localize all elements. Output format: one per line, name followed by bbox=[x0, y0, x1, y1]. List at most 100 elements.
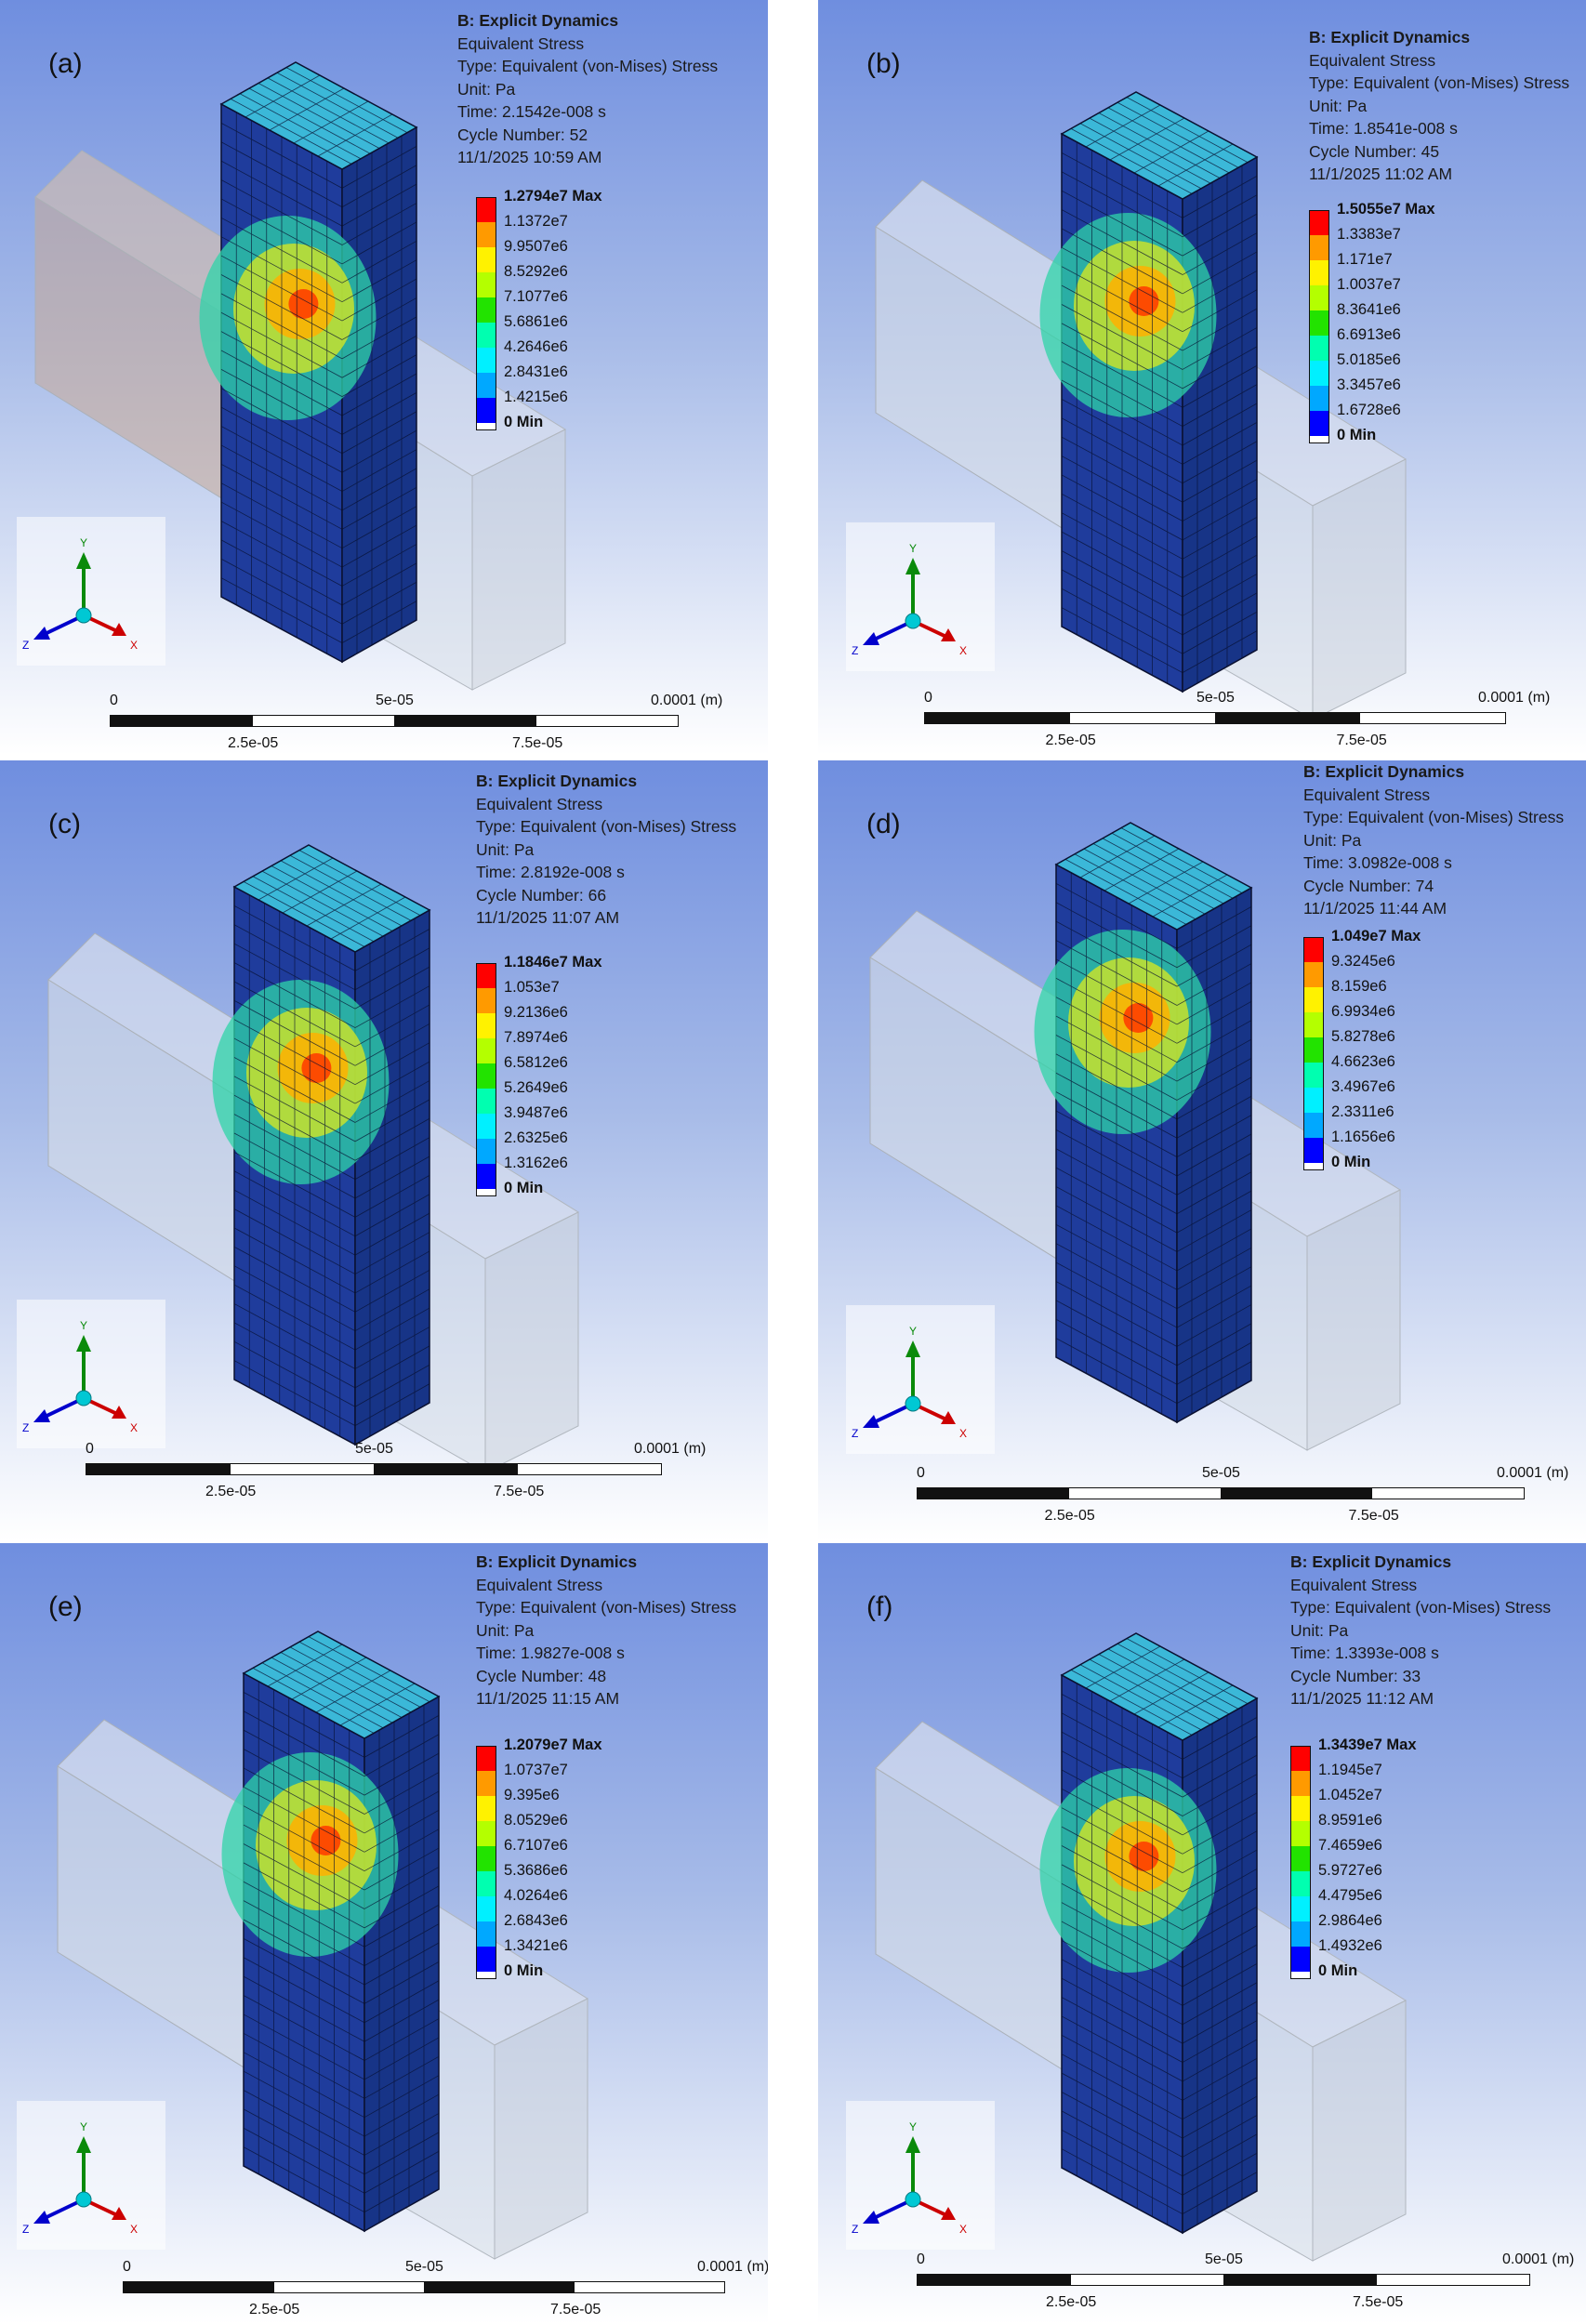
legend-swatch bbox=[476, 1771, 496, 1796]
legend-swatch bbox=[476, 247, 496, 272]
cycle-number: Cycle Number: 66 bbox=[476, 885, 607, 905]
axis-y-label: Y bbox=[80, 2120, 87, 2133]
legend-swatch bbox=[1303, 1138, 1324, 1163]
legend-swatch bbox=[1309, 386, 1329, 411]
legend-label: 4.0264e6 bbox=[504, 1887, 568, 1904]
scale-tick-label: 0.0001 (m) bbox=[1478, 690, 1551, 706]
model-viewport[interactable] bbox=[0, 1543, 768, 2324]
legend-label: 1.0037e7 bbox=[1337, 276, 1401, 293]
scale-tick-label: 7.5e-05 bbox=[550, 2302, 601, 2317]
legend-label: 1.3421e6 bbox=[504, 1937, 568, 1954]
mesh-grid bbox=[220, 67, 417, 654]
legend-row: 2.6843e6 bbox=[476, 1912, 634, 1947]
legend-row: 3.4967e6 bbox=[1303, 1078, 1461, 1113]
scale-tick-label: 0 bbox=[123, 2259, 131, 2275]
stress-contour bbox=[199, 216, 377, 420]
legend-row: 1.0037e7 bbox=[1309, 276, 1467, 310]
legend-row: 1.049e7 Max bbox=[1303, 928, 1461, 962]
legend-row: 9.395e6 bbox=[476, 1787, 634, 1821]
legend-label: 1.171e7 bbox=[1337, 251, 1393, 268]
scale-bar-graphic bbox=[924, 712, 1506, 724]
scale-segment bbox=[1069, 1488, 1221, 1499]
legend-swatch bbox=[476, 197, 496, 222]
legend-label: 8.5292e6 bbox=[504, 263, 568, 280]
legend-row: 1.3421e6 bbox=[476, 1937, 634, 1972]
scale-tick-label: 2.5e-05 bbox=[205, 1484, 257, 1499]
result-time: Time: 1.3393e-008 s bbox=[1290, 1644, 1439, 1662]
legend-row: 5.3686e6 bbox=[476, 1862, 634, 1896]
legend-row: 2.3311e6 bbox=[1303, 1103, 1461, 1138]
legend-swatch bbox=[476, 323, 496, 348]
panel-label: (e) bbox=[48, 1591, 83, 1622]
result-time: Time: 2.8192e-008 s bbox=[476, 863, 625, 881]
scale-segment bbox=[230, 1464, 374, 1474]
legend-swatch bbox=[476, 1972, 496, 1979]
legend-swatch bbox=[476, 297, 496, 323]
mesh-grid bbox=[243, 1636, 440, 2224]
scale-tick-label: 7.5e-05 bbox=[494, 1484, 545, 1499]
legend-label: 4.4795e6 bbox=[1318, 1887, 1382, 1904]
legend-row: 0 Min bbox=[1309, 427, 1467, 461]
scale-segment bbox=[1360, 713, 1505, 723]
result-name: Equivalent Stress bbox=[1290, 1575, 1418, 1594]
legend-row: 4.4795e6 bbox=[1290, 1887, 1448, 1921]
cycle-number: Cycle Number: 45 bbox=[1309, 141, 1440, 161]
legend-row: 2.9864e6 bbox=[1290, 1912, 1448, 1947]
legend-row: 1.3162e6 bbox=[476, 1155, 634, 1189]
scale-bar-graphic bbox=[123, 2281, 725, 2293]
legend-row: 1.3383e7 bbox=[1309, 226, 1467, 260]
legend-label: 9.3245e6 bbox=[1331, 953, 1395, 970]
scale-tick-label: 0.0001 (m) bbox=[1497, 1465, 1569, 1481]
legend-row: 1.1656e6 bbox=[1303, 1129, 1461, 1163]
legend-label: 1.053e7 bbox=[504, 979, 560, 996]
axis-y-label: Y bbox=[80, 1319, 87, 1332]
legend-label: 1.1945e7 bbox=[1318, 1762, 1382, 1778]
legend-label: 1.1846e7 Max bbox=[504, 954, 602, 971]
legend-row: 3.3457e6 bbox=[1309, 376, 1467, 411]
legend-swatch bbox=[1290, 1871, 1311, 1896]
legend-row: 5.8278e6 bbox=[1303, 1028, 1461, 1063]
model-viewport[interactable] bbox=[0, 0, 768, 755]
panel-label: (b) bbox=[866, 48, 901, 79]
result-type: Type: Equivalent (von-Mises) Stress bbox=[1290, 1598, 1552, 1617]
scale-tick-label: 0 bbox=[917, 2251, 925, 2267]
legend-swatch bbox=[1290, 1846, 1311, 1871]
legend-swatch bbox=[476, 1063, 496, 1089]
axis-x-label: X bbox=[959, 2223, 967, 2236]
legend-swatch bbox=[476, 1139, 496, 1164]
scale-bar-graphic bbox=[110, 715, 679, 727]
legend-row: 8.9591e6 bbox=[1290, 1812, 1448, 1846]
legend-label: 9.2136e6 bbox=[504, 1004, 568, 1021]
legend-row: 6.5812e6 bbox=[476, 1054, 634, 1089]
legend-row: 9.9507e6 bbox=[476, 238, 634, 272]
legend-swatch bbox=[1290, 1796, 1311, 1821]
scale-tick-label: 2.5e-05 bbox=[249, 2302, 300, 2317]
scale-tick-label: 7.5e-05 bbox=[1353, 2294, 1404, 2310]
timestamp: 11/1/2025 11:15 AM bbox=[476, 1689, 620, 1708]
cycle-number: Cycle Number: 74 bbox=[1303, 876, 1434, 895]
scale-segment bbox=[1070, 2275, 1223, 2285]
stress-contour bbox=[1034, 930, 1211, 1134]
scale-tick-label: 5e-05 bbox=[376, 693, 414, 708]
scale-tick-label: 7.5e-05 bbox=[1336, 733, 1387, 748]
scale-tick-label: 5e-05 bbox=[1202, 1465, 1240, 1481]
legend-label: 8.9591e6 bbox=[1318, 1812, 1382, 1829]
legend-row: 8.0529e6 bbox=[476, 1812, 634, 1846]
